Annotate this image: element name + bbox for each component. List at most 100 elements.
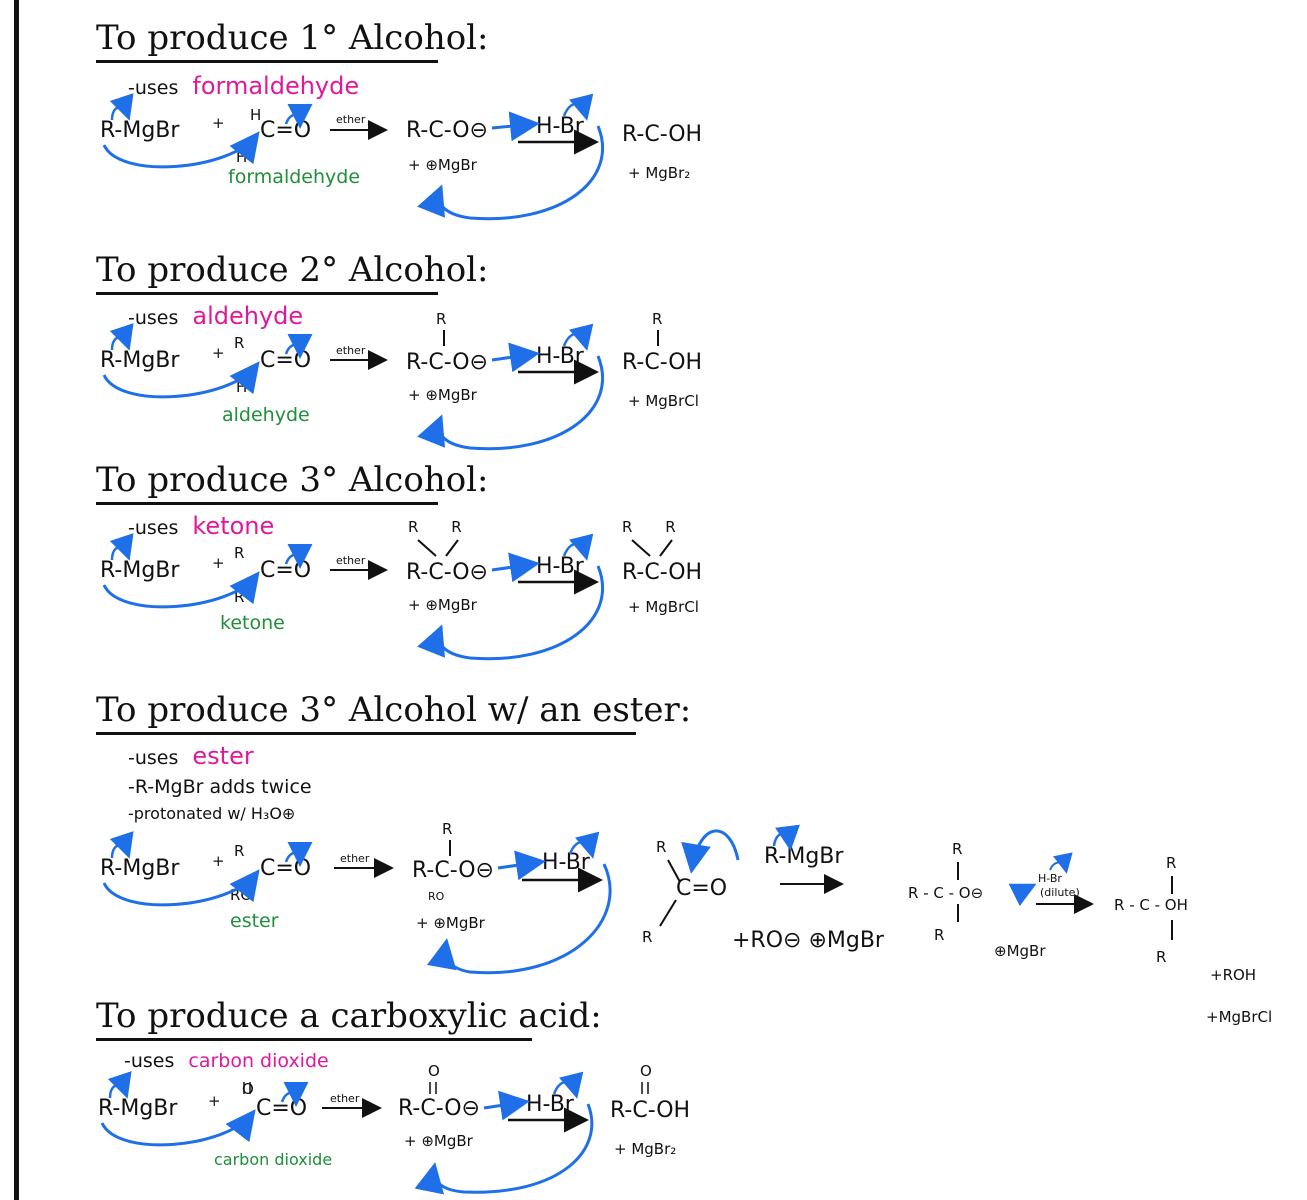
- bond-line: [417, 539, 459, 557]
- electron-push-arrow: [284, 103, 313, 129]
- note-protonated: -protonated w/ H₃O⊕: [128, 804, 296, 823]
- solvent-label: ether: [336, 554, 366, 567]
- electron-push-arrow: [102, 571, 260, 609]
- alkoxide-substituent-bottom: R: [934, 926, 945, 944]
- byproduct: + MgBrCl: [628, 598, 699, 616]
- solvent-label: ether: [336, 344, 366, 357]
- magnesium-salt: + ⊕MgBr: [408, 156, 477, 174]
- alkoxide-intermediate: R-C-O⊖: [406, 560, 488, 585]
- uses-prefix: -uses: [128, 307, 179, 329]
- intermediate-substituent-top: O: [428, 1062, 440, 1080]
- section-1-arrows: [102, 93, 605, 221]
- alcohol-product: R-C-OH: [622, 560, 703, 585]
- electron-push-arrow: [109, 323, 134, 351]
- reagent-label: ketone: [220, 612, 285, 634]
- small-acid-note: (dilute): [1040, 886, 1080, 899]
- electron-push-arrow: [1008, 883, 1037, 907]
- alkoxide-intermediate: R-C-O⊖: [398, 1096, 480, 1121]
- plus-sign: +: [212, 554, 225, 572]
- magnesium-salt: + ⊕MgBr: [416, 914, 485, 932]
- electron-push-arrow: [109, 533, 134, 561]
- byproduct: + MgBr₂: [614, 1140, 677, 1158]
- plus-sign: +: [212, 344, 225, 362]
- uses-prefix: -uses: [128, 517, 179, 539]
- intermediate-substituents-top: R R: [408, 518, 476, 536]
- final-tertiary-alcohol: R - C - OH: [1114, 896, 1188, 914]
- electron-push-arrow: [491, 342, 540, 373]
- electron-push-arrow: [562, 323, 594, 351]
- product-substituent-top: O: [640, 1062, 652, 1080]
- electron-push-arrow: [562, 533, 594, 561]
- ketone-carbonyl: C=O: [676, 876, 728, 901]
- intermediate-substituent-top: R: [436, 310, 447, 328]
- electron-push-arrow: [417, 565, 605, 661]
- grignard-reagent: R-MgBr: [100, 348, 180, 373]
- ketone-substituent-top: R: [656, 838, 667, 856]
- electron-push-arrow: [102, 869, 260, 907]
- grignard-reagent: R-MgBr: [100, 558, 180, 583]
- electron-push-arrow: [109, 93, 134, 121]
- double-bond-line: [641, 1082, 649, 1094]
- carboxylic-acid-product: R-C-OH: [610, 1098, 691, 1123]
- electron-push-arrow: [681, 829, 740, 874]
- alkoxide-substituent-top: R: [952, 840, 963, 858]
- product-substituents-top: R R: [622, 518, 690, 536]
- uses-prefix: -uses: [124, 1050, 175, 1072]
- final-byproduct-salt: +MgBrCl: [1206, 1008, 1273, 1026]
- byproduct: + MgBr₂: [628, 164, 691, 182]
- tertiary-alkoxide: R - C - O⊖: [908, 884, 984, 902]
- reagent-label: ester: [230, 910, 279, 932]
- uses-reagent: formaldehyde: [192, 72, 360, 100]
- electron-push-arrow: [552, 1071, 584, 1099]
- carbonyl-substituent-top: H: [250, 106, 262, 124]
- electron-push-arrow: [100, 1109, 256, 1147]
- alcohol-product: R-C-OH: [622, 122, 703, 147]
- electron-push-arrow: [284, 543, 313, 569]
- double-bond-line: [429, 1082, 437, 1094]
- final-substituent-bottom: R: [1156, 948, 1167, 966]
- electron-push-arrow: [568, 831, 600, 859]
- solvent-label: ether: [330, 1092, 360, 1105]
- electron-push-arrow: [562, 93, 594, 121]
- double-bond-line: [243, 1082, 251, 1094]
- alkoxide-magnesium-salt: ⊕MgBr: [994, 942, 1046, 960]
- alkoxide-intermediate: R-C-O⊖: [406, 350, 488, 375]
- intermediate-substituent-bottom: RO: [428, 890, 445, 903]
- bond-line: [659, 859, 681, 927]
- uses-prefix: -uses: [128, 77, 179, 99]
- section-4-arrows: [102, 824, 1173, 975]
- section-2-arrows: [102, 323, 659, 451]
- grignard-reagent: R-MgBr: [100, 856, 180, 881]
- electron-push-arrow: [491, 552, 540, 583]
- section-5-arrows: [100, 1071, 649, 1195]
- final-substituent-top: R: [1166, 854, 1177, 872]
- electron-push-arrow: [497, 850, 546, 881]
- plus-sign: +: [212, 114, 225, 132]
- electron-push-arrow: [483, 1090, 530, 1121]
- electron-push-arrow: [1049, 852, 1073, 874]
- alkoxide-intermediate: R-C-O⊖: [412, 858, 494, 883]
- magnesium-salt: + ⊕MgBr: [408, 386, 477, 404]
- electron-push-arrow: [109, 831, 134, 859]
- page-margin-rule: [14, 0, 19, 1200]
- carbonyl-substituent-top: R: [234, 334, 245, 352]
- grignard-reagent: R-MgBr: [98, 1096, 178, 1121]
- section-3-arrows: [102, 533, 673, 661]
- carbonyl-substituent-top: R: [234, 544, 245, 562]
- electron-push-arrow: [107, 1071, 132, 1099]
- magnesium-salt: + ⊕MgBr: [408, 596, 477, 614]
- product-substituent-top: R: [652, 310, 663, 328]
- uses-line: -uses formaldehyde: [128, 72, 359, 100]
- electron-push-arrow: [414, 1103, 594, 1195]
- section-heading: To produce 1° Alcohol:: [96, 18, 489, 63]
- reagent-label: aldehyde: [222, 404, 310, 426]
- uses-reagent: carbon dioxide: [188, 1050, 329, 1072]
- magnesium-salt: + ⊕MgBr: [404, 1132, 473, 1150]
- uses-prefix: -uses: [128, 747, 179, 769]
- ketone-substituent-bottom: R: [642, 928, 653, 946]
- electron-push-arrow: [280, 1081, 309, 1107]
- section-heading: To produce 3° Alcohol:: [96, 460, 489, 505]
- note-adds-twice: -R-MgBr adds twice: [128, 776, 312, 798]
- final-byproduct-alcohol: +ROH: [1210, 966, 1257, 984]
